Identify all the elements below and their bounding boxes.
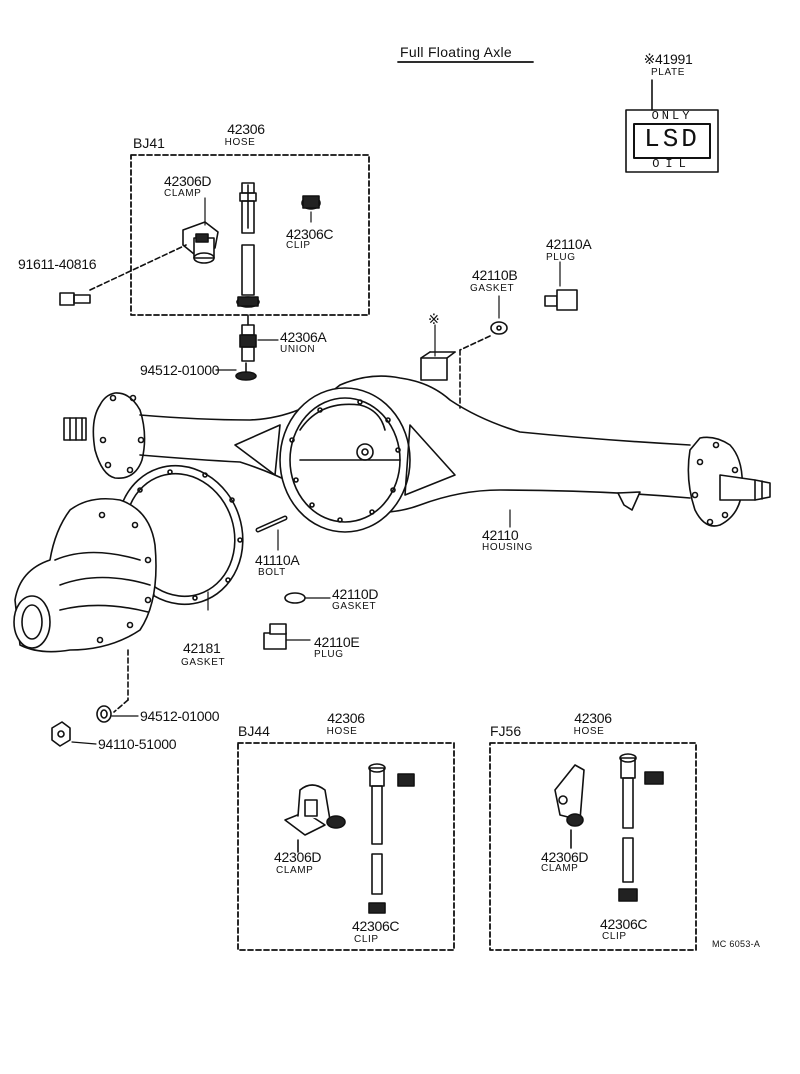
gasket-42181-number: 42181 (183, 640, 221, 656)
clip-bj44-name: CLIP (354, 934, 379, 945)
plate-main-text: LSD (644, 124, 700, 154)
plug-e-number: 42110E (314, 634, 360, 650)
union-number: 42306A (280, 329, 327, 345)
hose-bj44-number: 42306 (327, 710, 365, 726)
washer-top-number: 94512-01000 (140, 362, 220, 378)
clip-fj56-number: 42306C (600, 916, 648, 932)
union (239, 314, 257, 362)
clip-bj41-name: CLIP (286, 240, 311, 251)
gasket-b-name: GASKET (470, 283, 515, 294)
bolt-91611-number: 91611-40816 (18, 256, 97, 272)
clip-bj44-number: 42306C (352, 918, 400, 934)
differential-carrier (13, 497, 157, 653)
housing-number: 42110 (482, 527, 519, 543)
gasket-d-name: GASKET (332, 601, 377, 612)
gasket-42181-name: GASKET (181, 657, 226, 668)
nut-number: 94110-51000 (98, 736, 177, 752)
gasket-b-number: 42110B (472, 267, 518, 283)
stud-41110a (255, 515, 288, 533)
bolt-dash-line (89, 244, 187, 291)
bj41-box (130, 154, 370, 316)
axle-housing (63, 375, 771, 533)
clamp-bj44-number: 42306D (274, 849, 322, 865)
gasket-42110d (284, 592, 306, 604)
leader-lines (71, 197, 561, 745)
star-mark: ※ (428, 311, 440, 327)
bj44-clip (397, 773, 415, 787)
nut-94110 (51, 721, 71, 747)
lsd-plate (625, 79, 719, 173)
housing-name: HOUSING (482, 542, 533, 553)
washer-bottom (96, 705, 112, 723)
fj56-clamp (554, 764, 585, 849)
group-fj56: FJ56 (490, 723, 522, 739)
plug-a-number: 42110A (546, 236, 592, 252)
plug-42110a (544, 289, 578, 311)
hose-fj56-number: 42306 (574, 710, 612, 726)
bolt-41110-name: BOLT (258, 567, 286, 578)
plug-e-name: PLUG (314, 649, 344, 660)
bolt-41110-number: 41110A (255, 552, 300, 568)
fj56-box (489, 742, 697, 951)
bj44-clamp (284, 784, 346, 853)
plate-top-text: ONLY (651, 109, 693, 123)
washer-bottom-number: 94512-01000 (140, 708, 220, 724)
page-title: Full Floating Axle (400, 44, 513, 60)
bj41-clamp (182, 221, 219, 264)
plate-number: ※41991 (643, 51, 693, 67)
gasket-42110b (490, 321, 508, 335)
bj41-clip (301, 195, 321, 210)
clamp-bj44-name: CLAMP (276, 865, 314, 876)
gasket-d-number: 42110D (332, 586, 379, 602)
group-bj41: BJ41 (133, 135, 165, 151)
clamp-fj56-name: CLAMP (541, 863, 579, 874)
clip-bj41-number: 42306C (286, 226, 334, 242)
hose-bj41-name: HOSE (224, 137, 256, 148)
bj44-box (237, 742, 455, 951)
plug-a-name: PLUG (546, 252, 576, 263)
clamp-bj41-name: CLAMP (164, 188, 202, 199)
bolt-91611 (59, 292, 91, 306)
figure-code: MC 6053-A (712, 939, 761, 949)
plate-bottom-text: OIL (652, 157, 692, 171)
plate-name: PLATE (651, 67, 685, 78)
plug-42110e (263, 623, 287, 650)
washer-top (235, 362, 257, 381)
group-bj44: BJ44 (238, 723, 270, 739)
clamp-bj41-number: 42306D (164, 173, 212, 189)
fj56-clip (644, 771, 664, 785)
fj56-hose (618, 753, 638, 902)
clip-fj56-name: CLIP (602, 931, 627, 942)
hose-bj41-number: 42306 (227, 121, 265, 137)
bj41-hose (236, 182, 260, 308)
star-part (420, 351, 456, 381)
hose-fj56-name: HOSE (573, 726, 605, 737)
union-name: UNION (280, 344, 316, 355)
bj44-hose (368, 763, 386, 914)
clamp-fj56-number: 42306D (541, 849, 589, 865)
hose-bj44-name: HOSE (326, 726, 358, 737)
